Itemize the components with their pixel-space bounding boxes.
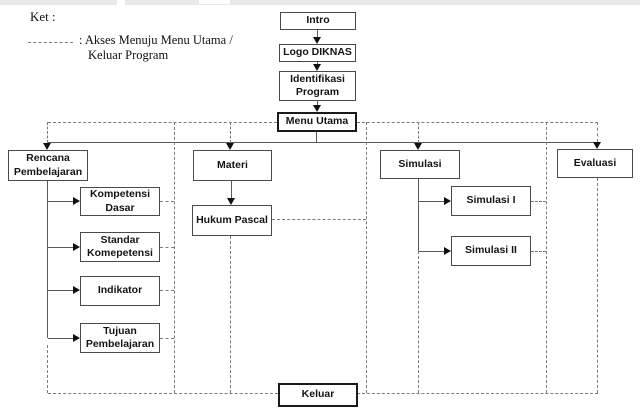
dashed-materi-bottom	[230, 236, 231, 393]
connector-identifikasi-menu	[317, 101, 318, 107]
connector-intro-logo	[317, 30, 318, 39]
connector-materi-hukum	[231, 181, 232, 199]
connector-menu-stem	[316, 132, 317, 142]
node-indikator: Indikator	[80, 276, 160, 306]
top-edge-notch	[117, 0, 125, 5]
dashed-stub-tujuan	[160, 338, 174, 339]
dashed-rail-x546	[546, 122, 547, 393]
connector-branch-kompetensi	[48, 201, 73, 202]
arrow-down-icon	[227, 198, 235, 205]
dashed-rail-x174	[174, 122, 175, 393]
dashed-stub-hukum-pascal	[272, 219, 366, 220]
connector-branch-simulasi1	[419, 201, 444, 202]
dashed-stub-simulasi1	[531, 201, 546, 202]
arrow-down-icon	[414, 143, 422, 150]
connector-branch-simulasi2	[419, 251, 444, 252]
dashed-stub-standar	[160, 247, 174, 248]
dashed-rencana-bottom	[47, 345, 48, 393]
node-intro: Intro	[280, 12, 356, 30]
node-standar-komepetensi: Standar Komepetensi	[80, 232, 160, 262]
node-kompetensi-dasar: Kompetensi Dasar	[80, 187, 160, 216]
arrow-right-icon	[73, 334, 80, 342]
node-logo-diknas: Logo DIKNAS	[279, 44, 356, 62]
dashed-simulasi-bottom	[418, 251, 419, 393]
node-evaluasi: Evaluasi	[557, 149, 633, 178]
dashed-stub-indikator	[160, 290, 174, 291]
node-keluar: Keluar	[278, 383, 358, 407]
arrow-right-icon	[73, 197, 80, 205]
arrow-down-icon	[226, 143, 234, 150]
node-simulasi: Simulasi	[380, 150, 460, 179]
dashed-rail-bottom-left	[48, 393, 278, 394]
top-edge-tab	[199, 0, 230, 4]
connector-branch-standar	[48, 247, 73, 248]
connector-branch-indikator	[48, 290, 73, 291]
node-rencana-pembelajaran: Rencana Pembelajaran	[8, 150, 88, 181]
dashed-rail-top-right	[357, 122, 598, 123]
top-edge-strip	[0, 0, 640, 5]
node-simulasi-ii: Simulasi II	[451, 236, 531, 266]
legend-entry-line1: : Akses Menuju Menu Utama /	[79, 33, 233, 47]
dashed-rail-bottom-right	[357, 393, 598, 394]
legend-title: Ket :	[30, 9, 56, 24]
dashed-drop-evaluasi	[597, 122, 598, 142]
node-menu-utama: Menu Utama	[277, 112, 357, 132]
arrow-right-icon	[73, 286, 80, 294]
arrow-down-icon	[313, 105, 321, 112]
node-materi: Materi	[193, 150, 272, 181]
arrow-right-icon	[73, 243, 80, 251]
dashed-stub-simulasi2	[531, 251, 546, 252]
arrow-down-icon	[313, 64, 321, 71]
arrow-down-icon	[313, 37, 321, 44]
connector-rencana-spine	[47, 181, 48, 338]
dashed-evaluasi-bottom	[597, 178, 598, 393]
legend-dashed-line-sample	[28, 42, 73, 43]
dashed-rail-top-left	[48, 122, 277, 123]
node-identifikasi-program: Identifikasi Program	[279, 71, 356, 101]
node-simulasi-i: Simulasi I	[451, 186, 531, 216]
dashed-drop-materi	[230, 122, 231, 143]
connector-simulasi-spine	[418, 179, 419, 251]
arrow-down-icon	[593, 142, 601, 149]
dashed-stub-kompetensi	[160, 201, 174, 202]
node-tujuan-pembelajaran: Tujuan Pembelajaran	[80, 323, 160, 353]
arrow-right-icon	[444, 247, 451, 255]
arrow-right-icon	[444, 197, 451, 205]
dashed-rail-x366	[366, 122, 367, 393]
connector-main-rail	[48, 142, 597, 143]
arrow-down-icon	[43, 143, 51, 150]
dashed-drop-simulasi	[418, 122, 419, 143]
dashed-drop-rencana	[47, 122, 48, 143]
legend-entry-line2: Keluar Program	[88, 48, 169, 62]
connector-branch-tujuan	[48, 338, 73, 339]
node-hukum-pascal: Hukum Pascal	[192, 205, 272, 236]
